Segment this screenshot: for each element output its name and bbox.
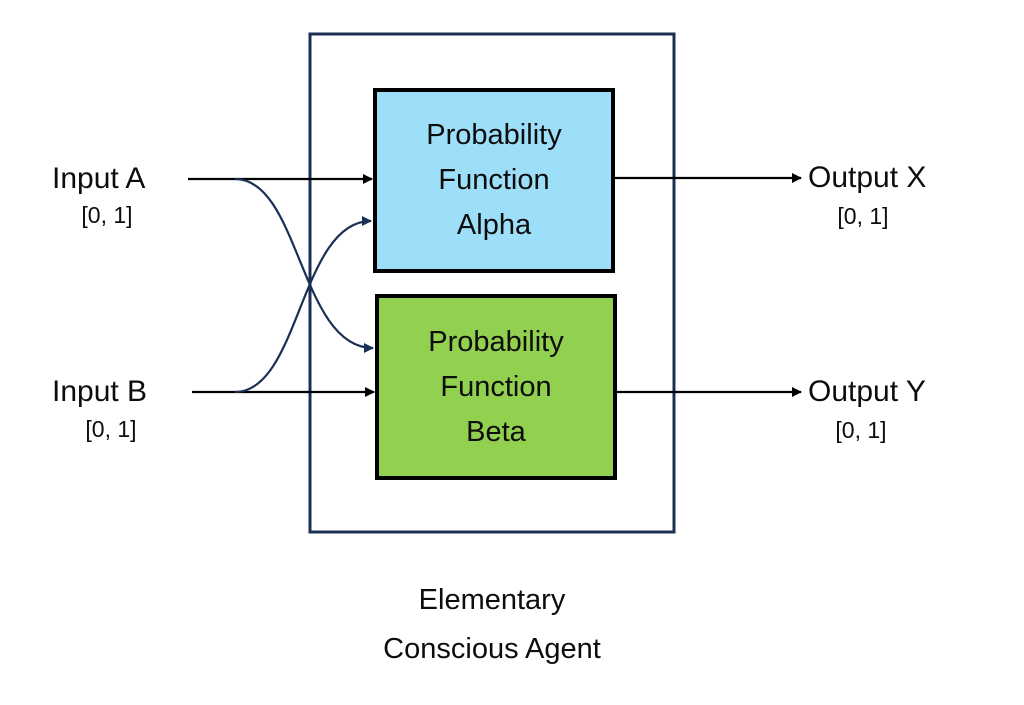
- input-b-to-alpha-curve: [234, 216, 372, 394]
- beta-function-box: [375, 294, 617, 480]
- alpha-function-box: [373, 88, 615, 273]
- beta-line-1: Probability: [428, 325, 564, 358]
- input-b-label: Input B: [52, 375, 148, 408]
- output-y-range: [0, 1]: [835, 417, 887, 443]
- alpha-line-1: Probability: [426, 119, 562, 151]
- agent-caption-line-2: Conscious Agent: [383, 633, 601, 665]
- input-a-range: [0, 1]: [81, 202, 133, 228]
- output-x-label: Output X: [808, 161, 927, 194]
- output-y-label: Output Y: [808, 375, 926, 408]
- beta-line-2: Function: [440, 370, 552, 403]
- input-a-to-beta-curve: [234, 177, 374, 353]
- alpha-line-3: Alpha: [456, 209, 532, 241]
- beta-function-label: Probability Function Beta: [379, 298, 613, 476]
- agent-caption-line-1: Elementary: [418, 584, 566, 616]
- alpha-line-2: Function: [438, 164, 550, 196]
- output-x-range: [0, 1]: [837, 203, 889, 229]
- input-a-label: Input A: [52, 162, 146, 195]
- input-b-range: [0, 1]: [85, 416, 137, 442]
- alpha-function-label: Probability Function Alpha: [377, 92, 611, 269]
- beta-line-3: Beta: [466, 415, 526, 448]
